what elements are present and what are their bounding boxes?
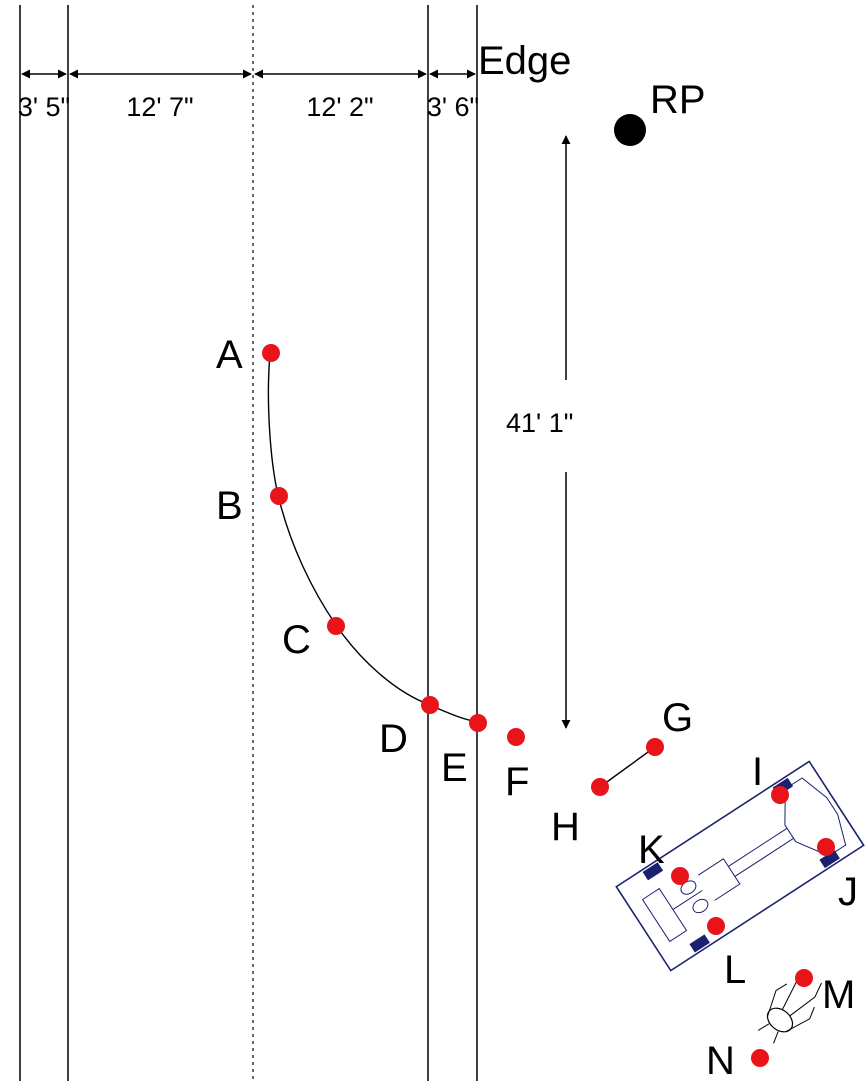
dimension-label-lane3: 12' 2" bbox=[306, 92, 373, 122]
point-c-label: C bbox=[282, 618, 311, 662]
point-a-label: A bbox=[216, 333, 243, 377]
dimension-label-lane2: 12' 7" bbox=[126, 92, 193, 122]
point-g-marker bbox=[646, 738, 664, 756]
point-k-marker bbox=[671, 867, 689, 885]
point-b-marker bbox=[270, 487, 288, 505]
point-d-label: D bbox=[379, 717, 408, 761]
pedestrian-icon bbox=[757, 972, 822, 1044]
point-g-label: G bbox=[662, 696, 693, 740]
point-h-label: H bbox=[551, 805, 580, 849]
point-c-marker bbox=[327, 617, 345, 635]
point-f-label: F bbox=[505, 760, 529, 804]
point-l-label: L bbox=[724, 948, 746, 992]
dimension-label-lane4: 3' 6" bbox=[427, 92, 479, 122]
point-labels: A B C D E F G H I J K L M N bbox=[216, 333, 858, 1081]
point-d-marker bbox=[421, 696, 439, 714]
point-a-marker bbox=[262, 344, 280, 362]
filled-circle-icon bbox=[614, 114, 646, 146]
point-j-marker bbox=[817, 838, 835, 856]
point-h-marker bbox=[591, 778, 609, 796]
travel-path-curve bbox=[267, 352, 479, 723]
edge-label: Edge bbox=[478, 39, 571, 83]
car-outline-icon bbox=[615, 760, 865, 972]
point-f-marker bbox=[507, 728, 525, 746]
point-n-label: N bbox=[706, 1039, 735, 1081]
road-lines bbox=[19, 5, 478, 1081]
point-n-marker bbox=[751, 1049, 769, 1067]
vertical-distance-label: 41' 1" bbox=[506, 408, 573, 438]
point-l-marker bbox=[707, 917, 725, 935]
point-j-label: J bbox=[838, 870, 858, 914]
point-i-label: I bbox=[752, 750, 763, 794]
point-m-label: M bbox=[822, 973, 855, 1017]
g-h-connector bbox=[599, 746, 656, 788]
point-e-label: E bbox=[441, 746, 468, 790]
dimension-label-lane1: 3' 5" bbox=[18, 92, 70, 122]
point-e-marker bbox=[469, 714, 487, 732]
reference-point-label: RP bbox=[650, 78, 706, 122]
point-b-label: B bbox=[216, 484, 243, 528]
point-i-marker bbox=[771, 786, 789, 804]
point-m-marker bbox=[795, 969, 813, 987]
points bbox=[262, 344, 835, 1067]
dimension-labels: 3' 5" 12' 7" 12' 2" 3' 6" bbox=[18, 92, 479, 122]
point-k-label: K bbox=[638, 828, 665, 872]
